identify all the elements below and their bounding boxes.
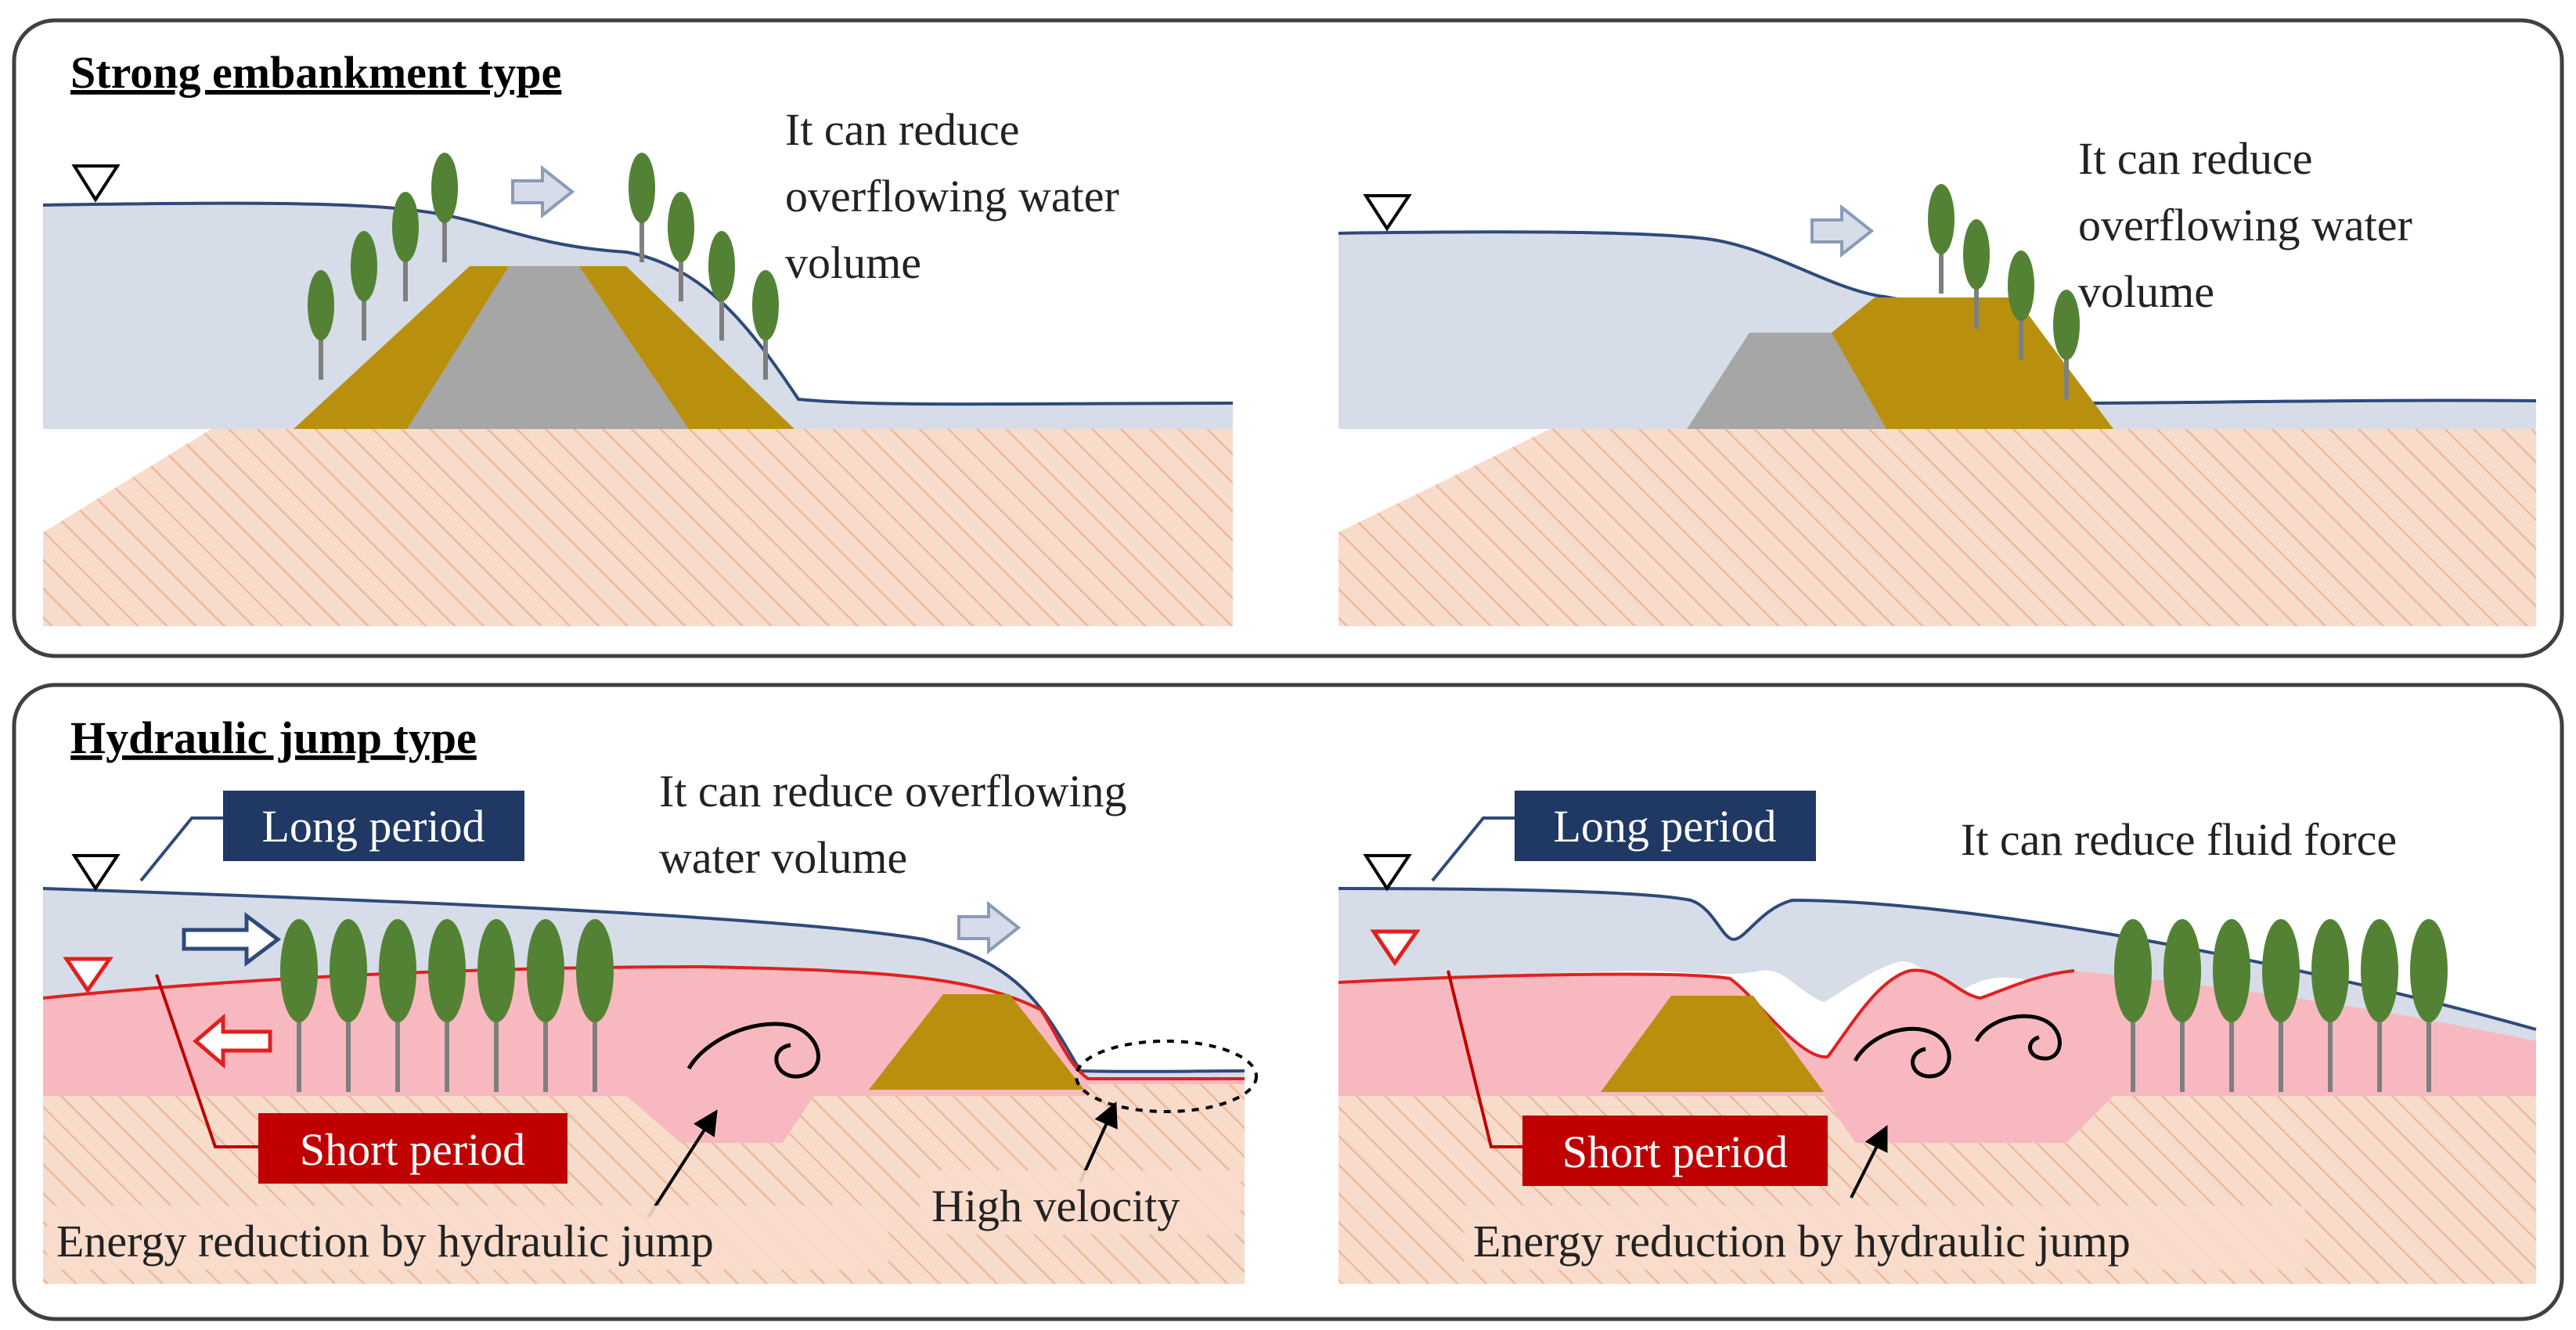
panel-strong-embankment: Strong embankment type It can reduce ove… (12, 18, 2564, 658)
short-period-tag (258, 1113, 567, 1184)
swirl-icon (1974, 1014, 2062, 1061)
short-period-tag (1522, 1116, 1828, 1186)
embankment-core (407, 266, 689, 429)
long-period-line (42, 887, 1245, 1073)
short-period-label: Short period (300, 1124, 525, 1175)
long-period-label: Long period (1553, 801, 1776, 852)
energy-arrow (647, 1109, 718, 1219)
strong-left-note: It can reduce overflowing water volume (785, 104, 1130, 288)
flow-arrow-icon (182, 912, 282, 967)
long-label-leader (1431, 816, 1515, 882)
panel-hydraulic-jump: Hydraulic jump type Long peri (12, 683, 2564, 1321)
embankment-soil (869, 994, 1084, 1090)
ground (1338, 429, 2536, 626)
short-period-line (1338, 968, 2075, 1059)
velocity-label-bg (920, 1170, 1241, 1234)
jump-left-diagram: Long period Short period Energy reductio… (42, 766, 1258, 1284)
long-period-tag (1515, 791, 1816, 861)
short-period-line (42, 964, 1245, 1080)
short-label-leader (155, 974, 258, 1148)
ground (43, 429, 1233, 626)
water-level-triangle-icon (71, 854, 121, 892)
jump-right-diagram: Long period Short period Energy reductio… (1338, 791, 2537, 1284)
swirl-icon (686, 1022, 820, 1079)
energy-label: Energy reduction by hydraulic jump (56, 1216, 714, 1267)
scour-pit (626, 1096, 814, 1143)
short-water-level-triangle-icon (1370, 929, 1421, 967)
water-surface-line (42, 201, 1234, 406)
strong-left-diagram: It can reduce overflowing water volume (42, 104, 1234, 626)
strong-right-note: It can reduce overflowing water volume (2078, 133, 2423, 317)
energy-label-bg (47, 1206, 888, 1270)
velocity-label: High velocity (931, 1180, 1180, 1231)
water-level-triangle-icon (1363, 854, 1412, 892)
jump-right-note: It can reduce fluid force (1961, 814, 2397, 865)
long-label-leader (139, 816, 223, 882)
embankment-soil (1601, 996, 1824, 1092)
velocity-arrow (1079, 1101, 1118, 1183)
panel-title: Strong embankment type (70, 47, 561, 98)
water-level-triangle-icon (71, 164, 121, 203)
short-water-level-triangle-icon (63, 957, 113, 994)
high-velocity-zone (1075, 1040, 1258, 1113)
water-level-triangle-icon (1363, 194, 1412, 232)
embankment-soil (1832, 297, 2113, 429)
long-period-tag (223, 791, 524, 861)
energy-arrow (1850, 1125, 1888, 1198)
short-period-label: Short period (1562, 1126, 1788, 1177)
long-period-label: Long period (261, 801, 485, 852)
short-label-leader (1447, 970, 1522, 1148)
strong-right-diagram: It can reduce overflowing water volume (1338, 133, 2537, 626)
jump-left-note: It can reduce overflowing water volume (659, 766, 1138, 883)
return-flow-arrow-icon (193, 1013, 272, 1069)
panel-title: Hydraulic jump type (70, 712, 477, 763)
long-period-line (1338, 887, 2537, 1031)
swirl-icon (1853, 1026, 1951, 1079)
energy-label-bg (1464, 1206, 2305, 1270)
energy-label: Energy reduction by hydraulic jump (1473, 1216, 2131, 1267)
